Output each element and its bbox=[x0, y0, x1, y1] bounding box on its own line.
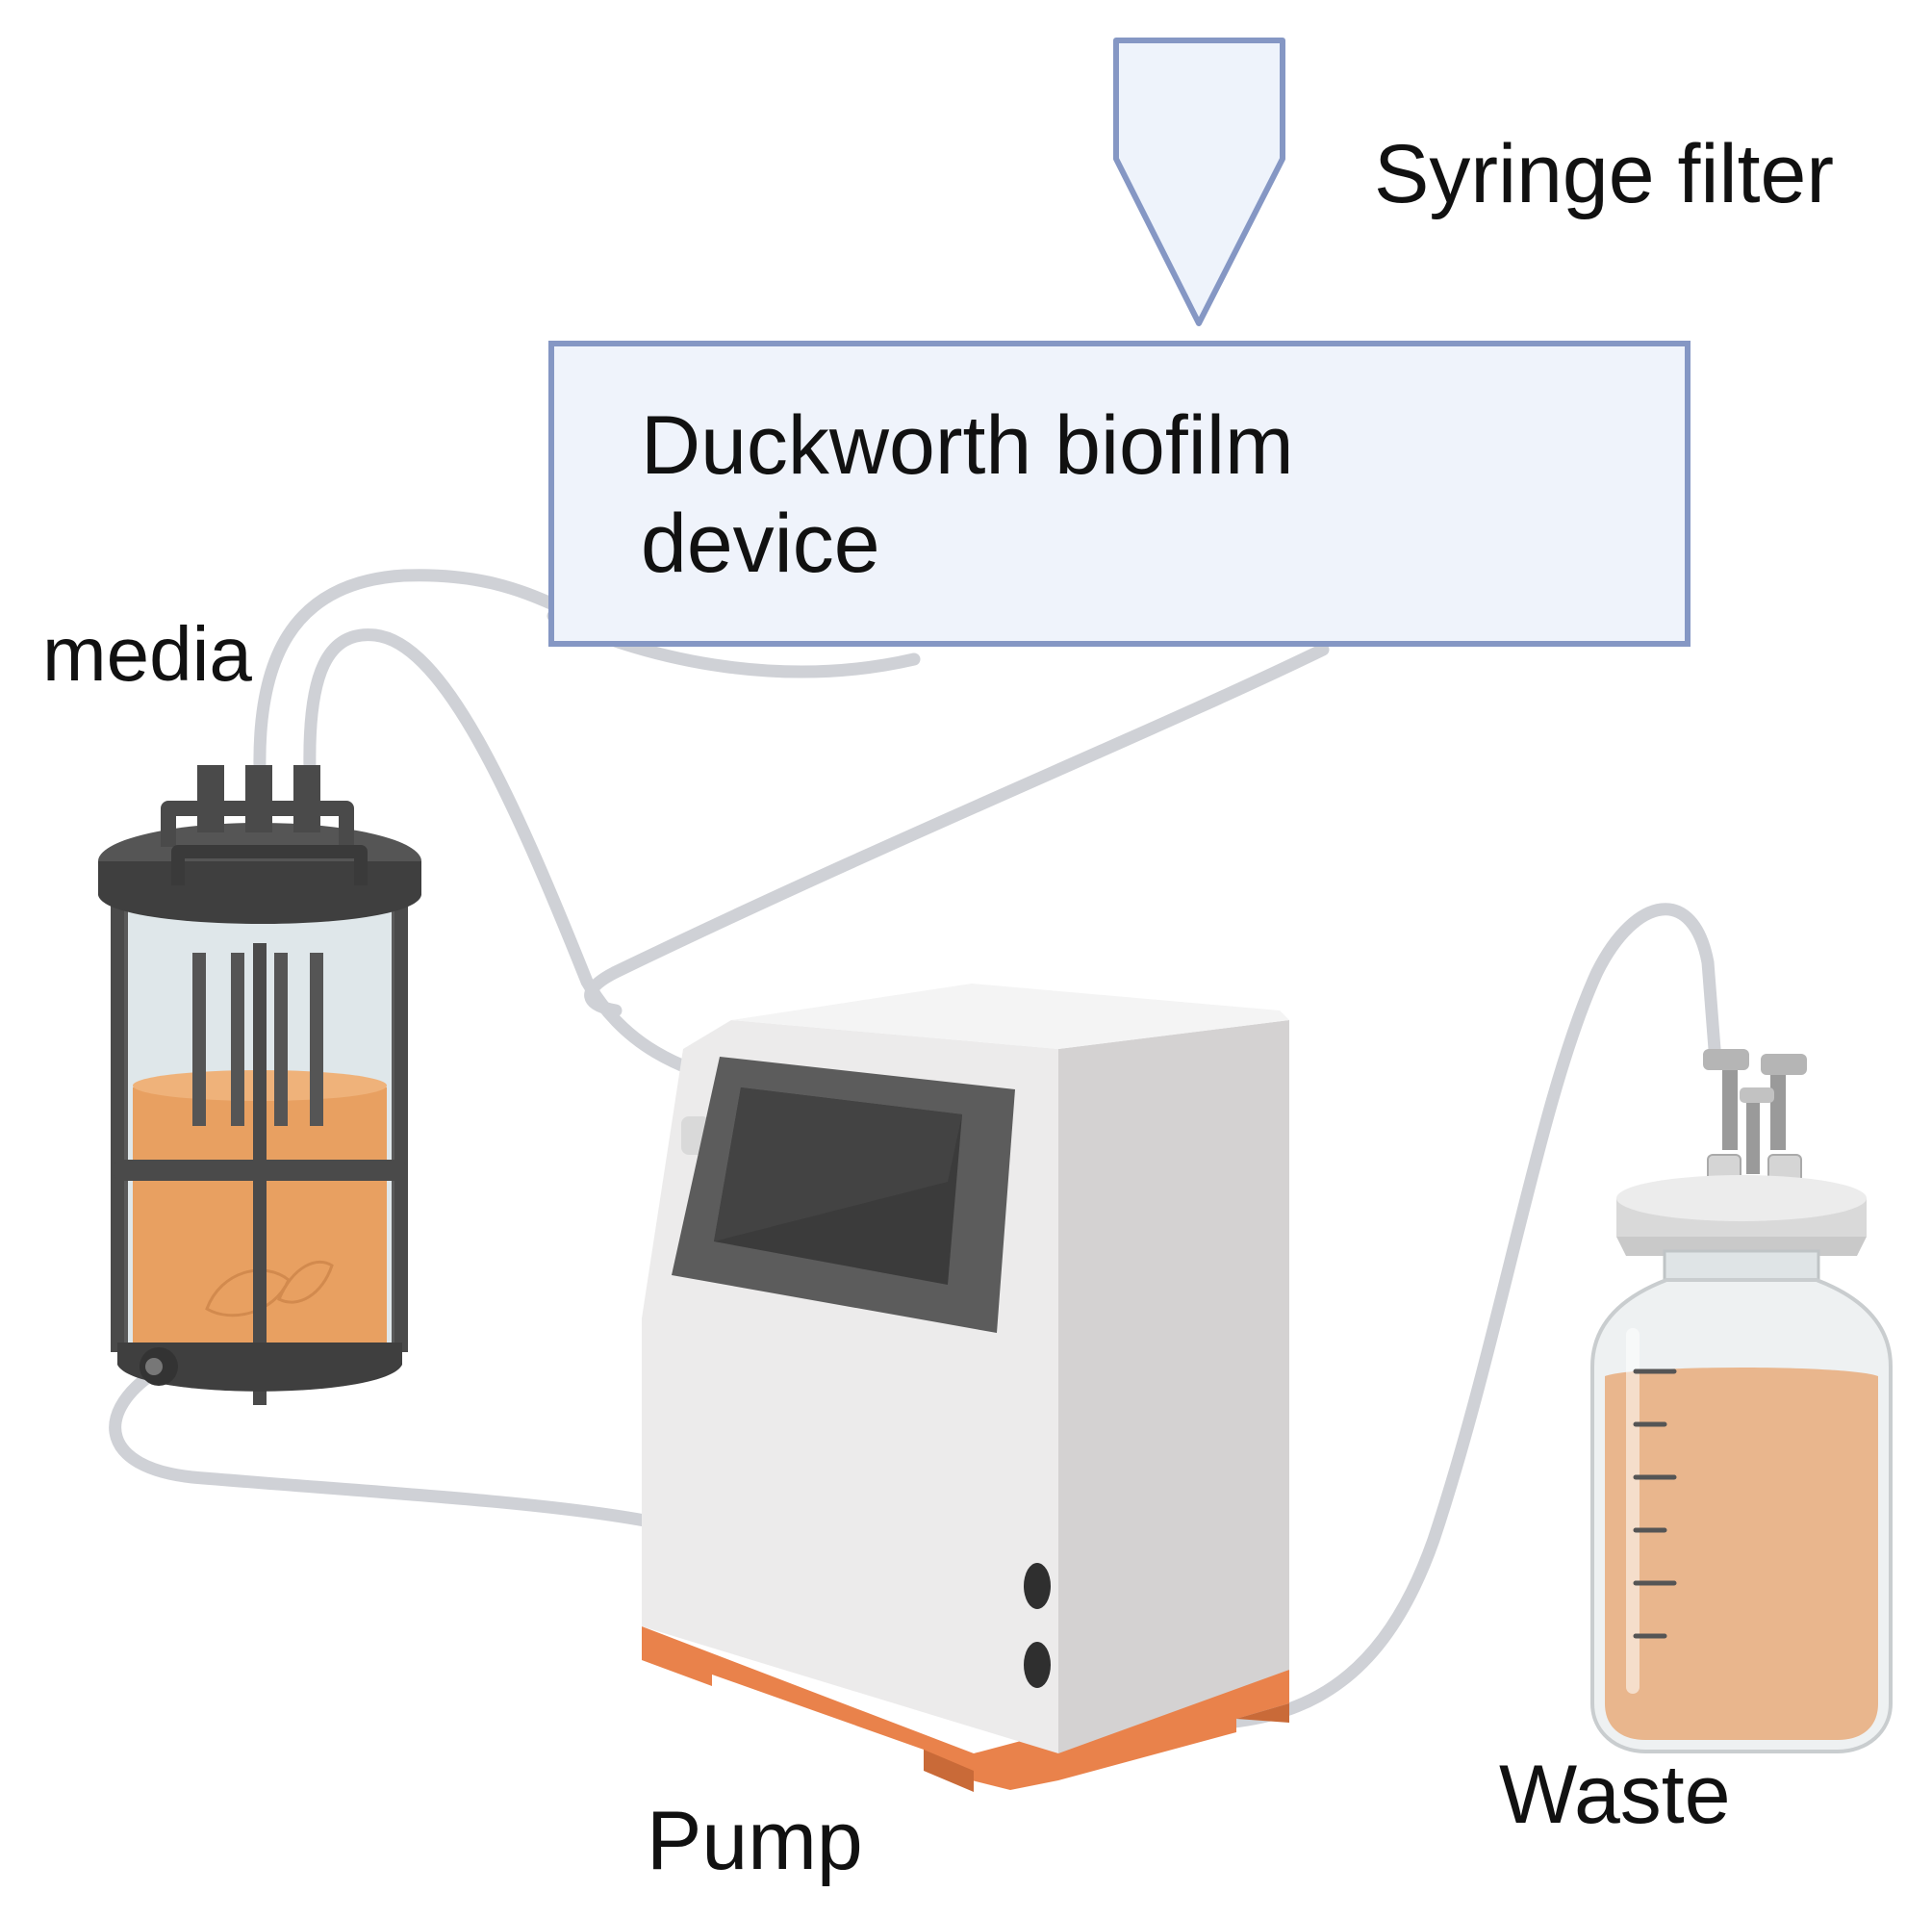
waste-bottle-icon bbox=[1590, 1049, 1893, 1753]
tube-media-to-device bbox=[253, 569, 560, 777]
peristaltic-pump-icon bbox=[642, 984, 1289, 1792]
syringe-filter-label: Syringe filter bbox=[1374, 128, 1834, 220]
tube-media-bottom-to-pump bbox=[109, 1369, 651, 1527]
biofilm-device-box: Duckworth biofilm device bbox=[548, 341, 1690, 647]
tube-device-to-pump bbox=[584, 643, 1330, 1017]
media-label: media bbox=[42, 611, 252, 697]
device-label: Duckworth biofilm device bbox=[641, 399, 1294, 590]
pump-label: Pump bbox=[647, 1795, 863, 1887]
tube-media-to-pump bbox=[303, 628, 738, 1089]
waste-label: Waste bbox=[1499, 1749, 1731, 1841]
tube-pump-to-waste bbox=[1138, 903, 1721, 1731]
bioreactor-vessel-icon bbox=[98, 765, 421, 1405]
syringe-filter-icon bbox=[1113, 38, 1285, 326]
